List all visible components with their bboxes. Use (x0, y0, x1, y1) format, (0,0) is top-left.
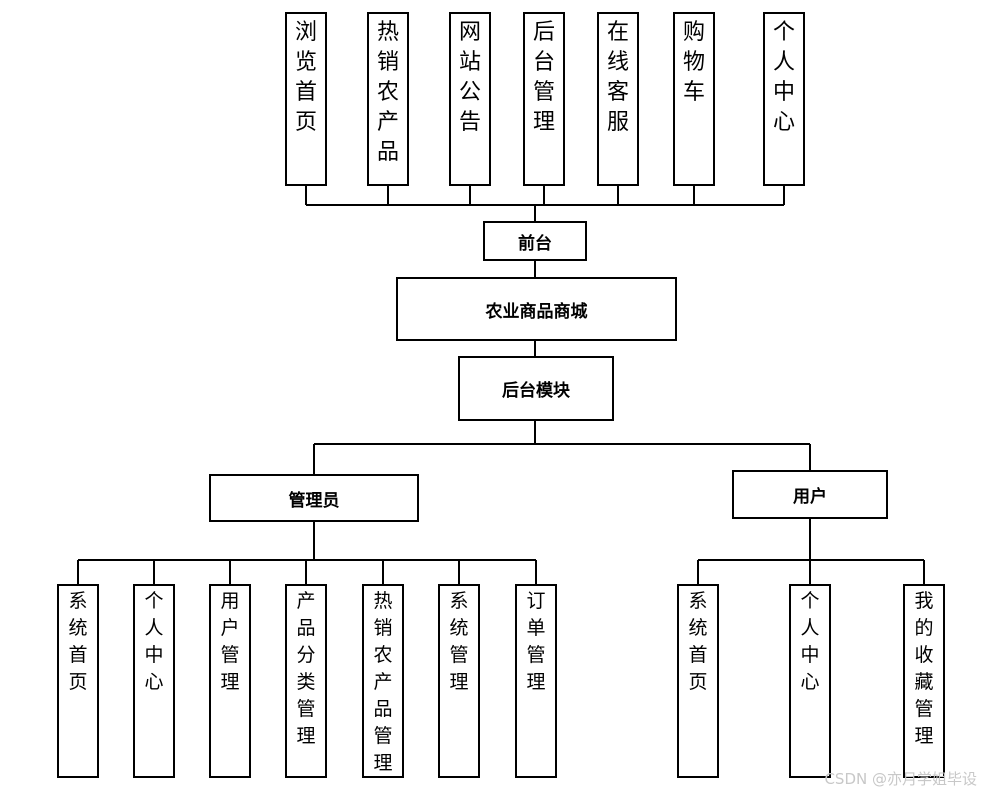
front-module-label: 购 物 车 (682, 20, 705, 105)
admin-module-label: 系 统 管 理 (449, 590, 469, 693)
admin-module-label: 用 户 管 理 (220, 590, 240, 693)
front-module-label: 在 线 客 服 (606, 20, 629, 135)
admin-module-label: 热 销 农 产 品 管 理 (373, 590, 393, 774)
admin-module-user-management: 用 户 管 理 (209, 584, 251, 778)
admin-module-order-management: 订 单 管 理 (515, 584, 557, 778)
front-node: 前台 (483, 221, 587, 261)
front-module-backend-management: 后 台 管 理 (523, 12, 565, 186)
backend-node: 后台模块 (458, 356, 614, 421)
watermark-text: CSDN @亦月学姐毕设 (824, 770, 977, 788)
admin-node-label: 管理员 (288, 490, 340, 511)
user-module-system-home: 系 统 首 页 (677, 584, 719, 778)
user-node: 用户 (732, 470, 888, 519)
front-module-personal-center: 个 人 中 心 (763, 12, 805, 186)
user-module-favorites-management: 我 的 收 藏 管 理 (903, 584, 945, 778)
front-module-hot-products: 热 销 农 产 品 (367, 12, 409, 186)
front-module-label: 浏 览 首 页 (294, 20, 317, 135)
admin-module-hot-products-management: 热 销 农 产 品 管 理 (362, 584, 404, 778)
front-module-browse-home: 浏 览 首 页 (285, 12, 327, 186)
admin-node: 管理员 (209, 474, 419, 522)
admin-module-system-home: 系 统 首 页 (57, 584, 99, 778)
front-module-label: 后 台 管 理 (532, 20, 555, 135)
admin-module-label: 个 人 中 心 (144, 590, 164, 693)
backend-node-label: 后台模块 (502, 381, 570, 401)
front-module-announcements: 网 站 公 告 (449, 12, 491, 186)
admin-module-system-management: 系 统 管 理 (438, 584, 480, 778)
front-module-online-service: 在 线 客 服 (597, 12, 639, 186)
admin-module-category-management: 产 品 分 类 管 理 (285, 584, 327, 778)
root-node-label: 农业商品商城 (485, 301, 588, 322)
user-module-label: 个 人 中 心 (800, 590, 820, 693)
user-node-label: 用户 (793, 487, 827, 507)
front-module-label: 热 销 农 产 品 (376, 20, 399, 165)
admin-module-label: 订 单 管 理 (526, 590, 546, 693)
front-module-label: 网 站 公 告 (458, 20, 481, 135)
user-module-personal-center: 个 人 中 心 (789, 584, 831, 778)
root-node: 农业商品商城 (396, 277, 677, 341)
user-module-label: 我 的 收 藏 管 理 (914, 590, 934, 747)
admin-module-personal-center: 个 人 中 心 (133, 584, 175, 778)
user-module-label: 系 统 首 页 (688, 590, 708, 693)
admin-module-label: 产 品 分 类 管 理 (296, 590, 316, 747)
admin-module-label: 系 统 首 页 (68, 590, 88, 693)
front-node-label: 前台 (518, 233, 552, 254)
front-module-shopping-cart: 购 物 车 (673, 12, 715, 186)
front-module-label: 个 人 中 心 (772, 20, 795, 135)
